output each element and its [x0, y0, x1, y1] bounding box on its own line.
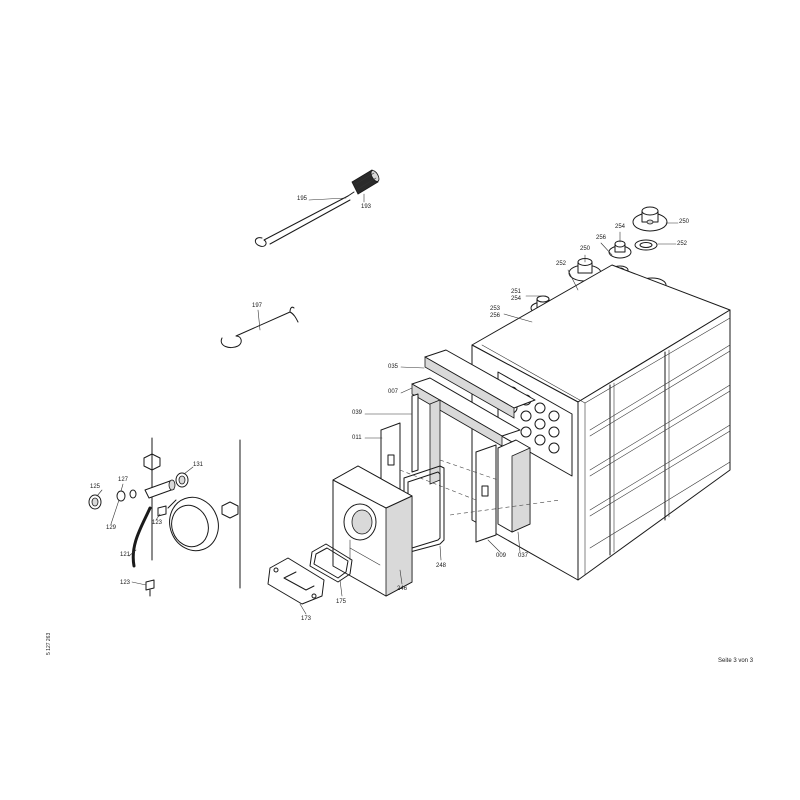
callout-125: 125 — [90, 484, 101, 490]
callout-009: 009 — [496, 553, 507, 559]
callout-246: 246 — [397, 586, 408, 592]
callout-129: 129 — [106, 525, 117, 531]
burner-accessories — [88, 437, 241, 597]
callout-253: 253 — [490, 306, 501, 312]
poker-rod-part — [254, 191, 355, 247]
callout-248: 248 — [436, 563, 447, 569]
callout-035: 035 — [388, 364, 399, 370]
gasket-part — [309, 543, 353, 583]
callout-175: 175 — [336, 599, 347, 605]
callout-254-lower: 254 — [511, 296, 522, 302]
callout-256-top: 256 — [596, 235, 607, 241]
callout-011: 011 — [352, 435, 362, 441]
callout-123-upper: 123 — [152, 520, 163, 526]
callout-131: 131 — [193, 462, 204, 468]
boiler-body — [471, 264, 731, 581]
cover-plate-part — [267, 557, 325, 605]
callout-123-lower: 123 — [120, 580, 131, 586]
burner-door-part — [332, 465, 413, 597]
callout-252-top: 252 — [677, 241, 688, 247]
leader-lines — [96, 193, 679, 615]
callout-173: 173 — [301, 616, 312, 622]
callout-039: 039 — [352, 410, 363, 416]
brush-part — [351, 169, 380, 195]
callout-193: 193 — [361, 204, 372, 210]
callout-250-lower: 250 — [580, 246, 591, 252]
callout-250-top: 250 — [679, 219, 690, 225]
callout-251: 251 — [511, 289, 522, 295]
callout-121: 121 — [120, 552, 131, 558]
callout-197: 197 — [252, 303, 263, 309]
document-number: 5 127 263 — [46, 632, 52, 655]
page-indicator: Seite 3 von 3 — [718, 658, 754, 664]
callout-256-lower: 256 — [490, 313, 501, 319]
callout-037: 037 — [518, 553, 529, 559]
callout-007: 007 — [388, 389, 399, 395]
callout-127: 127 — [118, 477, 129, 483]
callout-254: 254 — [615, 224, 626, 230]
callout-195: 195 — [297, 196, 308, 202]
callout-252-lower: 252 — [556, 261, 567, 267]
wire-hook-part — [220, 306, 299, 349]
